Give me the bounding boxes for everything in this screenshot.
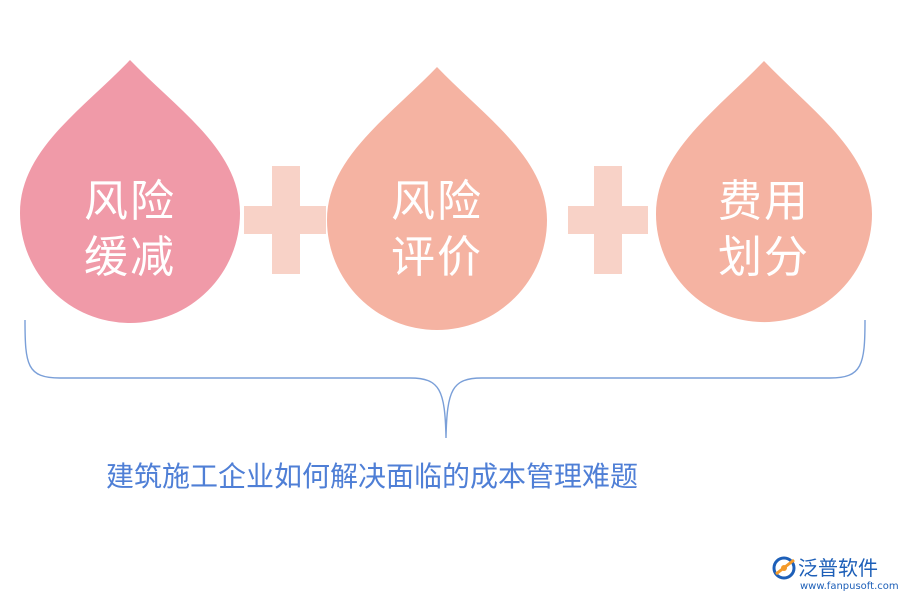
drop-label-1-line1: 风险 — [84, 176, 176, 227]
drop-label-3-line2: 划分 — [718, 232, 810, 283]
drop-label-2: 风险 评价 — [337, 174, 537, 286]
drop-shape-2 — [327, 67, 547, 330]
drop-label-2-line2: 评价 — [391, 232, 483, 283]
drop-label-1-line2: 缓减 — [84, 232, 176, 283]
drop-label-3: 费用 划分 — [664, 174, 864, 286]
drop-shape-1 — [19, 60, 241, 324]
logo-url: www.fanpusoft.com — [800, 581, 899, 592]
curly-brace — [24, 319, 866, 439]
brand-logo: 泛普软件 www.fanpusoft.com — [770, 556, 899, 596]
plus-icon-1 — [244, 166, 326, 274]
drop-shape-3 — [656, 61, 872, 323]
drop-label-3-line1: 费用 — [718, 176, 810, 227]
caption-text: 建筑施工企业如何解决面临的成本管理难题 — [106, 460, 639, 493]
plus-icon-2 — [568, 166, 648, 274]
drop-label-1: 风险 缓减 — [30, 174, 230, 286]
drop-label-2-line1: 风险 — [391, 176, 483, 227]
logo-mark-icon — [772, 556, 796, 580]
logo-name: 泛普软件 — [798, 556, 878, 580]
